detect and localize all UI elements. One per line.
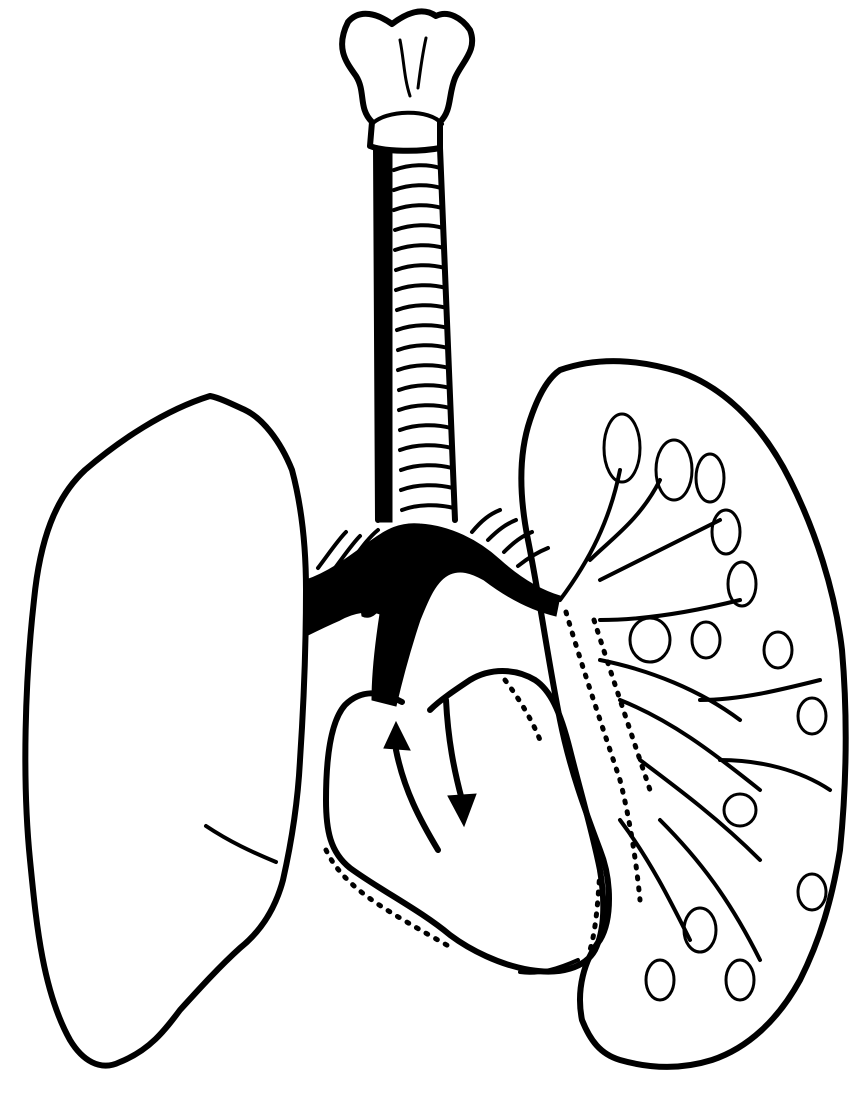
blood-flow-arrow-icon: [384, 700, 476, 850]
trachea-icon: [376, 148, 455, 522]
left-lung-icon: [521, 361, 845, 1067]
right-lung-icon: [25, 396, 306, 1066]
larynx-icon: [342, 11, 472, 150]
